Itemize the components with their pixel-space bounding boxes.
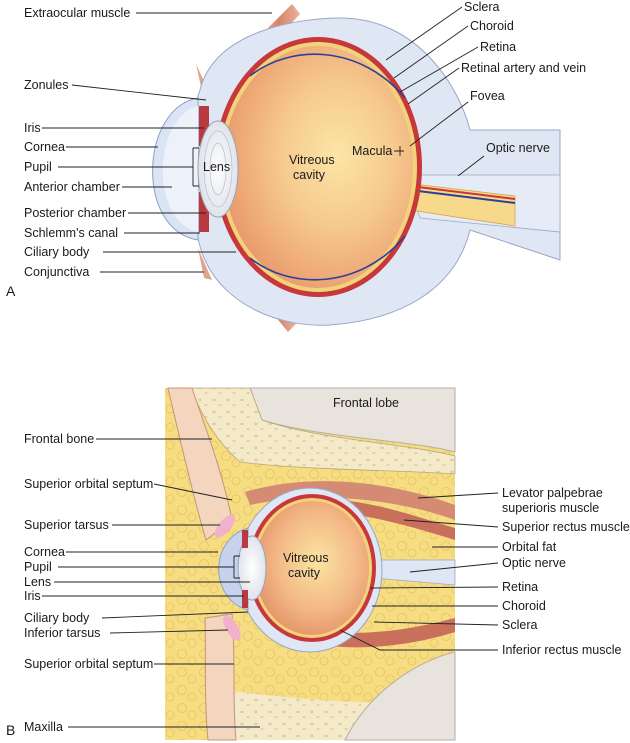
label-levator-line2: superioris muscle xyxy=(502,501,599,515)
frontal-bone xyxy=(189,387,456,475)
conjunctiva-muscle-bottom xyxy=(198,248,212,280)
panel-label-b: B xyxy=(6,722,15,738)
label-lens-b: Lens xyxy=(24,575,51,589)
diagram-a: Lens Vitreous cavity Macula Extraocular … xyxy=(6,0,586,332)
label-extraocular-muscle: Extraocular muscle xyxy=(24,6,130,20)
labels-right-b: Levator palpebrae superioris muscle Supe… xyxy=(339,486,630,657)
label-optic-nerve-a: Optic nerve xyxy=(486,141,550,155)
label-frontal-bone: Frontal bone xyxy=(24,432,94,446)
label-iris-b: Iris xyxy=(24,589,41,603)
label-pupil-b: Pupil xyxy=(24,560,52,574)
iris-b-top xyxy=(242,530,248,548)
iris-upper xyxy=(199,106,209,146)
label-retina-b: Retina xyxy=(502,580,538,594)
frontal-lobe-label: Frontal lobe xyxy=(333,396,399,410)
labels-left-a: Extraocular muscle Zonules Iris Cornea P… xyxy=(24,6,272,279)
label-superior-orbital-septum-bottom: Superior orbital septum xyxy=(24,657,153,671)
label-sclera-a: Sclera xyxy=(464,0,499,14)
label-retinal-artery-vein: Retinal artery and vein xyxy=(461,61,586,75)
label-inferior-tarsus: Inferior tarsus xyxy=(24,626,100,640)
iris-lower xyxy=(199,192,209,232)
label-inferior-rectus: Inferior rectus muscle xyxy=(502,643,622,657)
label-levator-line1: Levator palpebrae xyxy=(502,486,603,500)
cavity-label-b: cavity xyxy=(288,566,321,580)
label-ciliary-body-a: Ciliary body xyxy=(24,245,90,259)
panel-label-a: A xyxy=(6,283,16,299)
label-superior-orbital-septum-top: Superior orbital septum xyxy=(24,477,153,491)
frontal-lobe xyxy=(249,387,456,453)
label-conjunctiva: Conjunctiva xyxy=(24,265,89,279)
label-cornea-a: Cornea xyxy=(24,140,65,154)
label-ciliary-body-b: Ciliary body xyxy=(24,611,90,625)
iris-b-bottom xyxy=(242,590,248,608)
label-superior-rectus: Superior rectus muscle xyxy=(502,520,630,534)
lower-brain xyxy=(344,651,456,741)
label-choroid-b: Choroid xyxy=(502,599,546,613)
labels-left-b: Frontal bone Superior orbital septum Sup… xyxy=(24,432,260,734)
labels-right-a: Sclera Choroid Retina Retinal artery and… xyxy=(385,0,586,177)
label-orbital-fat: Orbital fat xyxy=(502,540,557,554)
lens-b xyxy=(237,535,267,601)
superior-tarsus xyxy=(214,514,236,538)
label-choroid-a: Choroid xyxy=(470,19,514,33)
label-cornea-b: Cornea xyxy=(24,545,65,559)
vitreous-label-b: Vitreous xyxy=(283,551,329,565)
cavity-label-a: cavity xyxy=(293,168,326,182)
lens xyxy=(197,120,239,218)
label-maxilla: Maxilla xyxy=(24,720,63,734)
label-sclera-b: Sclera xyxy=(502,618,537,632)
label-retina-a: Retina xyxy=(480,40,516,54)
lens-label: Lens xyxy=(203,160,230,174)
inferior-tarsus xyxy=(223,615,241,641)
macula-label: Macula xyxy=(352,144,392,158)
vitreous-body-b xyxy=(255,501,369,635)
label-iris-a: Iris xyxy=(24,121,41,135)
label-posterior-chamber: Posterior chamber xyxy=(24,206,126,220)
label-superior-tarsus: Superior tarsus xyxy=(24,518,109,532)
label-schlemms-canal: Schlemm's canal xyxy=(24,226,118,240)
anterior-chamber xyxy=(162,106,198,232)
label-zonules: Zonules xyxy=(24,78,68,92)
label-anterior-chamber: Anterior chamber xyxy=(24,180,120,194)
label-optic-nerve-b: Optic nerve xyxy=(502,556,566,570)
label-pupil-a: Pupil xyxy=(24,160,52,174)
vitreous-body-a xyxy=(223,46,413,288)
vitreous-label-a: Vitreous xyxy=(289,153,335,167)
label-fovea: Fovea xyxy=(470,89,505,103)
diagram-b: Frontal lobe Vitreous cavity Frontal bon… xyxy=(6,387,630,741)
lower-eyelid xyxy=(204,613,237,741)
